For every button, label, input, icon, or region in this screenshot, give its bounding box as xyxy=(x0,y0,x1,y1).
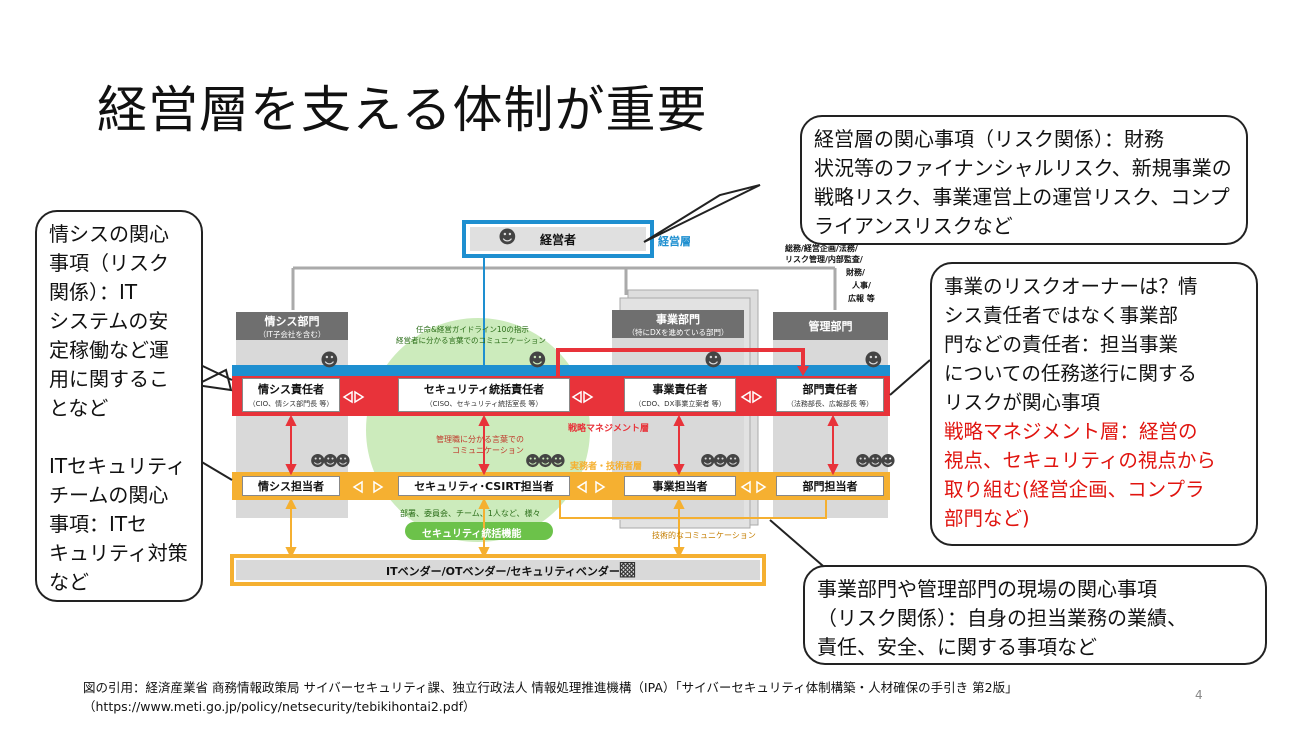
staff-box-admin: 部門担当者 xyxy=(776,476,884,496)
page-number: 4 xyxy=(1195,688,1203,702)
staff-it-label: 情シス担当者 xyxy=(258,480,324,493)
callout-left-line: 情シスの関心 xyxy=(49,222,169,246)
staff-box-security: セキュリティ･CSIRT担当者 xyxy=(398,476,570,496)
person-icon: ☻ xyxy=(704,350,723,371)
col-head-admin: 管理部門 xyxy=(773,312,888,340)
group-icon: ☻☻☻ xyxy=(310,452,351,470)
callout-left-line: 事項：ITセ xyxy=(49,512,148,536)
middle-comm-1: 管理職に分かる言葉での xyxy=(436,435,524,444)
staff-business-label: 事業担当者 xyxy=(652,480,708,493)
manager-box-security: セキュリティ統括責任者 （CISO、セキュリティ統括室長 等） xyxy=(398,378,570,412)
manager-it-label: 情シス責任者 xyxy=(258,383,324,396)
callout-left-line: キュリティ対策 xyxy=(49,541,188,565)
callout-bottom-concerns: 事業部門や管理部門の現場の関心事項 （リスク関係）：自身の担当業務の業績、 責任… xyxy=(803,565,1267,665)
exec-layer-label: 経営層 xyxy=(658,235,691,248)
spacer xyxy=(49,423,189,452)
building-icon: ▩ xyxy=(618,556,637,580)
callout-left-line: 定稼働など運 xyxy=(49,338,169,362)
callout-right-concerns: 事業のリスクオーナーは？情 シス責任者ではなく事業部 門などの責任者：担当事業 … xyxy=(930,262,1258,546)
person-icon: ☻ xyxy=(864,350,883,371)
callout-exec-line: ライアンスリスクなど xyxy=(814,214,1013,238)
callout-left-line: 用に関するこ xyxy=(49,367,169,391)
exec-person-icon: ☻ xyxy=(498,227,517,248)
callout-bottom-line: 事業部門や管理部門の現場の関心事項 xyxy=(817,577,1157,601)
callout-left-line: 関係）：IT xyxy=(49,280,138,304)
admin-note-2: リスク管理/内部監査/ xyxy=(785,255,863,264)
callout-left-concerns: 情シスの関心 事項（リスク 関係）：IT システムの安 定稼働など運 用に関する… xyxy=(35,210,203,602)
manager-box-it: 情シス責任者 （CIO、情シス部門長 等） xyxy=(242,378,340,412)
group-icon: ☻☻☻ xyxy=(855,452,896,470)
admin-note-3: 財務/ xyxy=(846,268,865,277)
callout-exec-line: 戦略リスク、事業運営上の運営リスク、コンプ xyxy=(814,185,1230,209)
manager-security-sub: （CISO、セキュリティ統括室長 等） xyxy=(425,400,543,408)
footer-citation: 図の引用：経済産業省 商務情報政策局 サイバーセキュリティ課、独立行政法人 情報… xyxy=(83,680,1018,695)
callout-left-line: チームの関心 xyxy=(49,483,169,507)
col-head-it-title: 情シス部門 xyxy=(264,314,320,328)
col-head-biz-title: 事業部門 xyxy=(656,312,700,326)
staff-admin-label: 部門担当者 xyxy=(802,480,858,493)
admin-note-5: 広報 等 xyxy=(848,294,875,303)
callout-right-line: リスクが関心事項 xyxy=(944,391,1101,414)
callout-right-red-line: 部門など) xyxy=(944,507,1030,530)
manager-it-sub: （CIO、情シス部門長 等） xyxy=(248,400,334,408)
footer-url: （https://www.meti.go.jp/policy/netsecuri… xyxy=(83,699,476,714)
strategy-layer-label: 戦略マネジメント層 xyxy=(568,424,650,434)
callout-right-line: 門などの責任者：担当事業 xyxy=(944,333,1179,356)
practitioner-layer-label: 実務者・技術者層 xyxy=(570,462,643,472)
manager-box-business: 事業責任者 （CDO、DX事業立案者 等） xyxy=(624,378,736,412)
manager-box-admin: 部門責任者 （法務部長、広報部長 等） xyxy=(776,378,884,412)
callout-bottom-line: 責任、安全、に関する事項など xyxy=(817,635,1097,659)
callout-right-line: シス責任者ではなく事業部 xyxy=(944,304,1179,327)
col-head-it: 情シス部門 （IT子会社を含む） xyxy=(236,312,348,340)
manager-admin-sub: （法務部長、広報部長 等） xyxy=(786,400,874,408)
circle-bottom-text: 部署、委員会、チーム、1人など、様々 xyxy=(400,509,541,518)
callout-right-red-line: 戦略マネジメント層：経営の xyxy=(944,420,1198,443)
page-title: 経営層を支える体制が重要 xyxy=(97,81,708,139)
callout-exec-concerns: 経営層の関心事項（リスク関係）：財務 状況等のファイナンシャルリスク、新規事業の… xyxy=(800,115,1248,245)
callout-left-line: など xyxy=(49,570,89,594)
callout-exec-line: 状況等のファイナンシャルリスク、新規事業の xyxy=(814,156,1232,180)
admin-note-1: 総務/経営企画/法務/ xyxy=(785,244,858,253)
callout-right-line: 事業のリスクオーナーは？情 xyxy=(944,275,1198,298)
circle-text-2: 経営者に分かる言葉でのコミュニケーション xyxy=(396,336,546,345)
col-head-biz: 事業部門 （特にDXを進めている部門） xyxy=(612,310,744,338)
tech-comm-label: 技術的なコミュニケーション xyxy=(652,531,756,540)
callout-bottom-line: （リスク関係）：自身の担当業務の業績、 xyxy=(817,606,1187,630)
manager-business-sub: （CDO、DX事業立案者 等） xyxy=(634,400,726,408)
security-function-label: セキュリティ統括機能 xyxy=(422,529,522,540)
callout-right-line: についての任務遂行に関する xyxy=(944,362,1197,385)
admin-note-4: 人事/ xyxy=(852,281,871,290)
middle-comm-2: コミュニケーション xyxy=(452,446,524,455)
exec-box-label: 経営者 xyxy=(540,233,577,247)
manager-security-label: セキュリティ統括責任者 xyxy=(423,383,545,396)
callout-left-line: ITセキュリティ xyxy=(49,454,186,478)
callout-left-line: となど xyxy=(49,396,109,420)
col-head-admin-title: 管理部門 xyxy=(808,320,853,333)
staff-security-label: セキュリティ･CSIRT担当者 xyxy=(414,480,554,493)
callout-left-line: 事項（リスク xyxy=(49,251,169,275)
staff-box-business: 事業担当者 xyxy=(624,476,736,496)
col-head-biz-sub: （特にDXを進めている部門） xyxy=(627,327,729,337)
circle-text-1: 任命&経営ガイドライン10の指示 xyxy=(416,325,529,334)
callout-exec-line: 経営層の関心事項（リスク関係）：財務 xyxy=(814,127,1164,151)
vendor-label: ITベンダー/OTベンダー/セキュリティベンダー xyxy=(386,565,620,578)
callout-left-line: システムの安 xyxy=(49,309,169,333)
manager-business-label: 事業責任者 xyxy=(652,383,708,396)
manager-admin-label: 部門責任者 xyxy=(802,383,858,396)
col-head-it-sub: （IT子会社を含む） xyxy=(258,329,326,339)
person-icon: ☻ xyxy=(528,350,547,371)
callout-right-red-line: 取り組む(経営企画、コンプラ xyxy=(944,478,1205,501)
group-icon: ☻☻☻ xyxy=(700,452,741,470)
group-icon: ☻☻☻ xyxy=(525,452,566,470)
person-icon: ☻ xyxy=(320,350,339,371)
staff-box-it: 情シス担当者 xyxy=(242,476,340,496)
callout-right-red-line: 視点、セキュリティの視点から xyxy=(944,449,1216,472)
